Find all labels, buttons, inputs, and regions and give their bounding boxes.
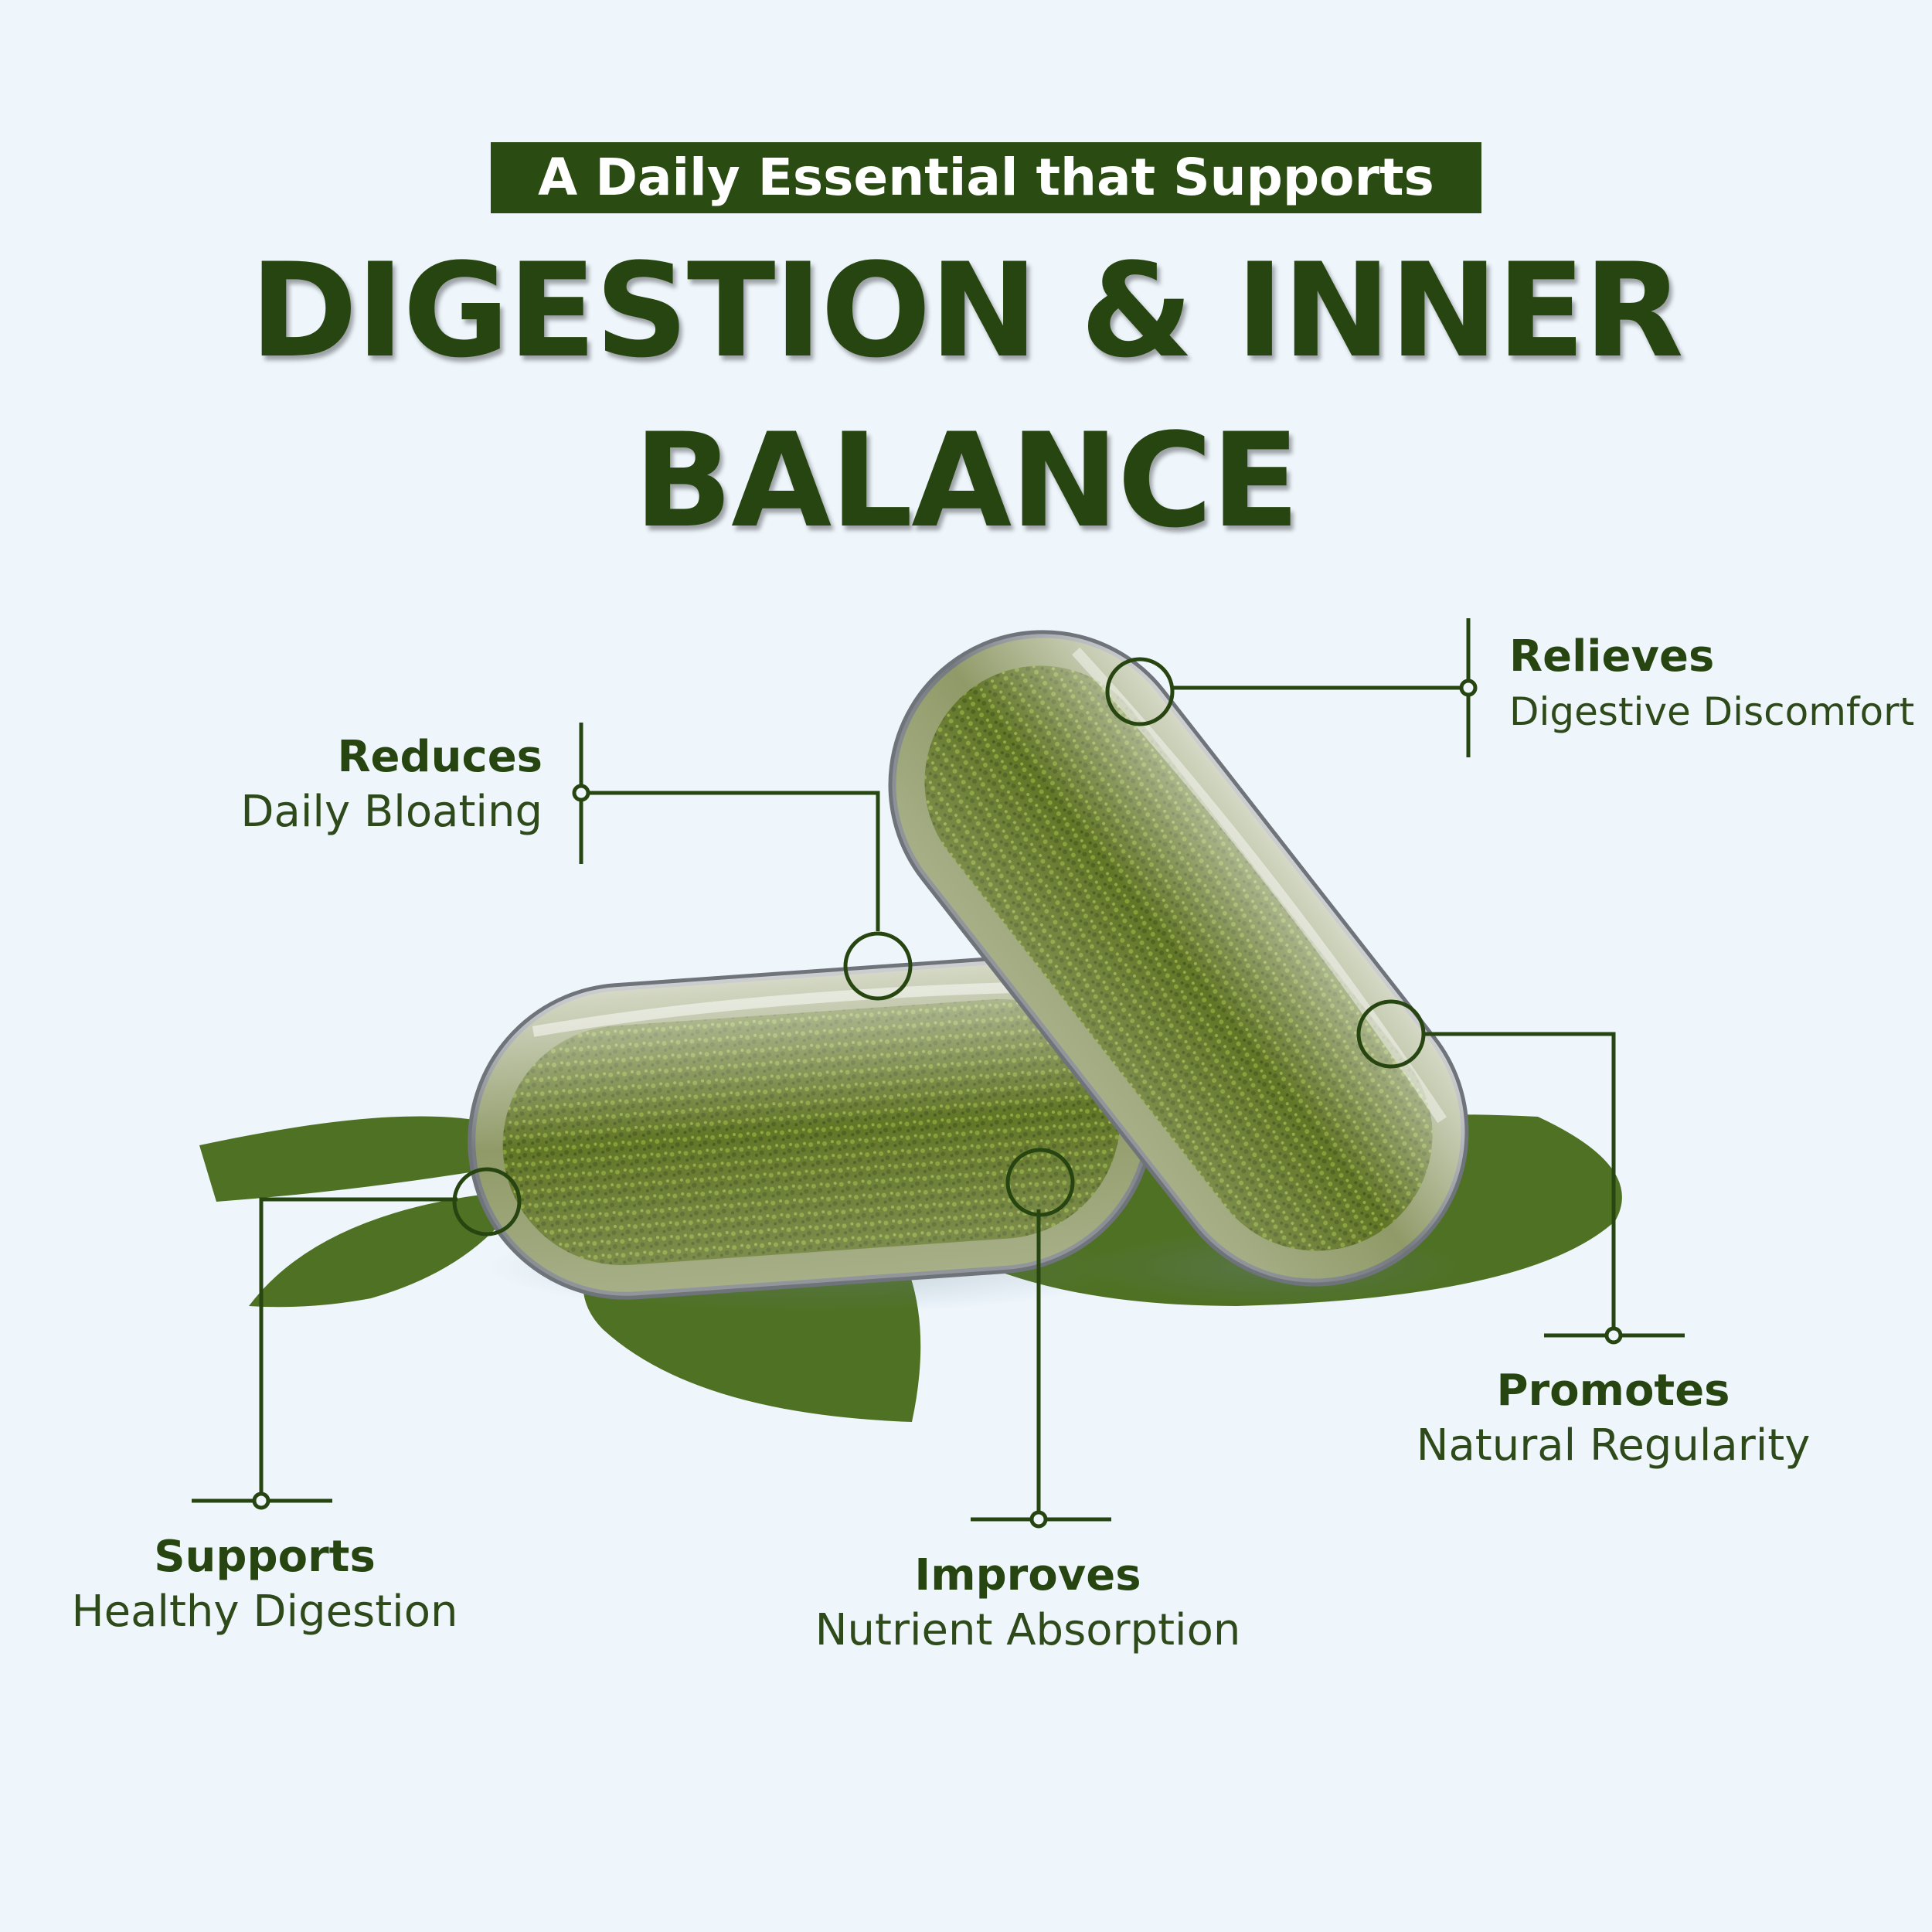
- benefit-subtitle: Natural Regularity: [1416, 1420, 1811, 1471]
- benefit-title: Reduces: [337, 732, 543, 782]
- benefit-title: Improves: [914, 1550, 1141, 1600]
- decorative-tick: [263, 261, 269, 272]
- callout-connectors: [192, 618, 1685, 1529]
- benefit-relieves: Relieves Digestive Discomfort: [1509, 630, 1927, 740]
- capsule-diagonal: [888, 630, 1469, 1287]
- benefit-supports: Supports Healthy Digestion: [23, 1530, 506, 1640]
- benefit-title: Promotes: [1496, 1366, 1730, 1416]
- capsule-horizontal: [468, 957, 1155, 1300]
- benefit-subtitle: Nutrient Absorption: [815, 1605, 1241, 1655]
- benefit-promotes: Promotes Natural Regularity: [1345, 1364, 1882, 1474]
- benefit-improves: Improves Nutrient Absorption: [757, 1549, 1298, 1658]
- eyebrow-banner: A Daily Essential that Supports: [491, 142, 1481, 213]
- benefit-subtitle: Digestive Discomfort: [1509, 689, 1915, 734]
- benefit-subtitle: Daily Bloating: [240, 787, 543, 837]
- headline-line-2: BALANCE: [634, 405, 1300, 556]
- benefit-title: Supports: [154, 1532, 376, 1582]
- leaf-left-bottom-icon: [249, 1190, 526, 1308]
- benefit-subtitle: Healthy Digestion: [71, 1587, 458, 1637]
- benefit-title: Relieves: [1509, 631, 1715, 682]
- leaf-left-top-icon: [199, 1116, 526, 1202]
- headline-line-1: DIGESTION & INNER: [250, 235, 1683, 386]
- benefit-reduces: Reduces Daily Bloating: [139, 730, 543, 840]
